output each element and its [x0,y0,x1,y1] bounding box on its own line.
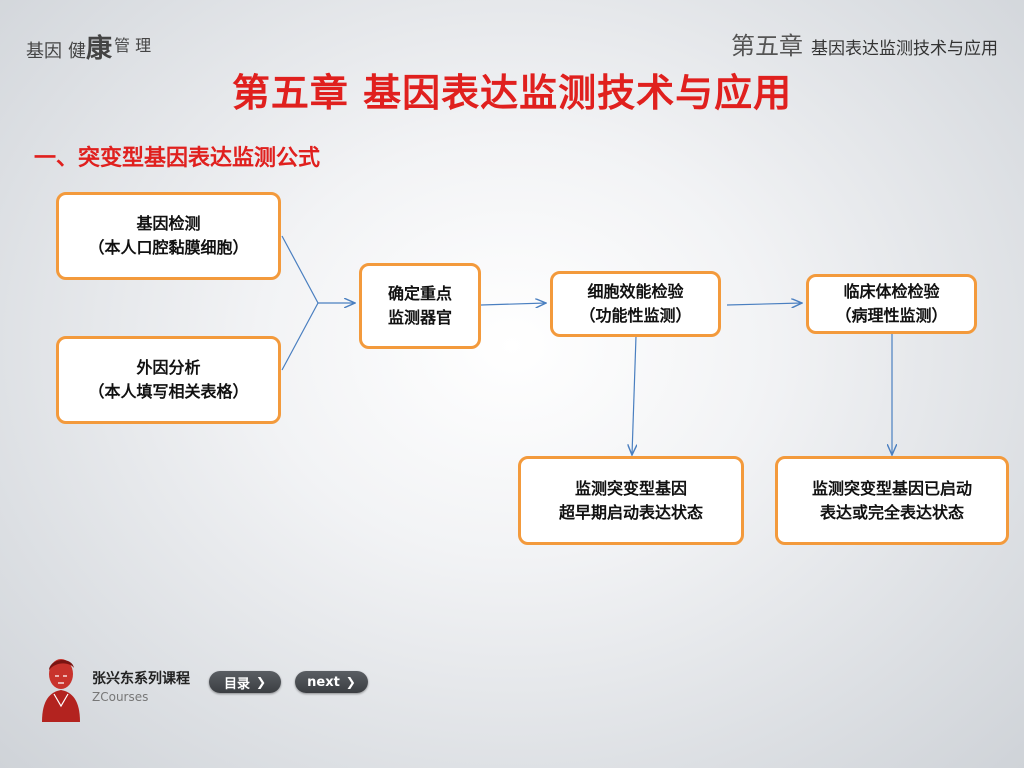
external-analysis-line2: （本人填写相关表格） [88,382,249,401]
key-organ-line2: 监测器官 [387,308,452,327]
chapter-label: 第五章 [731,32,803,60]
gene-test-box: 基因检测 （本人口腔黏膜细胞） [56,192,281,280]
clinical-test-line1: 临床体检检验 [843,282,940,301]
logo-text-part2: 健 [68,41,86,62]
bracket-connector [281,235,319,371]
early-state-line2: 超早期启动表达状态 [558,502,703,522]
chevron-right-icon: ❯ [345,675,356,689]
gene-test-line1: 基因检测 [136,214,201,233]
chapter-header: 第五章基因表达监测技术与应用 [731,26,998,61]
chevron-right-icon: ❯ [255,675,267,689]
logo-text-part4: 管 理 [114,36,152,55]
chapter-subtitle: 基因表达监测技术与应用 [811,39,998,59]
section-title: 一、突变型基因表达监测公式 [34,146,321,171]
gene-test-line2: （本人口腔黏膜细胞） [88,238,249,257]
page-title: 第五章 基因表达监测技术与应用 [231,71,793,115]
next-label: next [307,674,340,690]
key-organ-line1: 确定重点 [387,284,452,303]
key-organ-box: 确定重点 监测器官 [359,263,481,349]
next-button[interactable]: next ❯ [295,671,368,693]
external-analysis-line1: 外因分析 [136,358,201,377]
logo-text-part3: 康 [86,34,113,64]
arrow-to-early-state [632,335,636,455]
arrow-to-clinical-test [726,303,802,305]
clinical-test-box: 临床体检检验 （病理性监测） [806,274,977,334]
cell-test-line2: （功能性监测） [579,306,692,325]
toc-button[interactable]: 目录 ❯ [209,671,281,693]
brand-english: ZCourses [92,690,149,704]
early-state-box: 监测突变型基因 超早期启动表达状态 [518,456,744,545]
early-state-line1: 监测突变型基因 [574,478,687,498]
brand-name: 张兴东系列课程 [92,671,190,687]
expressed-state-line2: 表达或完全表达状态 [819,502,964,522]
cell-test-line1: 细胞效能检验 [587,282,684,301]
cell-test-box: 细胞效能检验 （功能性监测） [550,271,721,337]
brand-block: 张兴东系列课程 ZCourses [92,668,190,704]
logo-text-part1: 基因 [26,41,62,62]
author-avatar-icon [42,659,80,722]
clinical-test-line2: （病理性监测） [835,306,948,325]
expressed-state-box: 监测突变型基因已启动 表达或完全表达状态 [775,456,1009,545]
expressed-state-line1: 监测突变型基因已启动 [811,478,972,498]
arrow-to-cell-test [480,303,546,305]
external-analysis-box: 外因分析 （本人填写相关表格） [56,336,281,424]
toc-label: 目录 [223,676,250,692]
brand-logo: 基因健康管 理 [26,28,151,65]
